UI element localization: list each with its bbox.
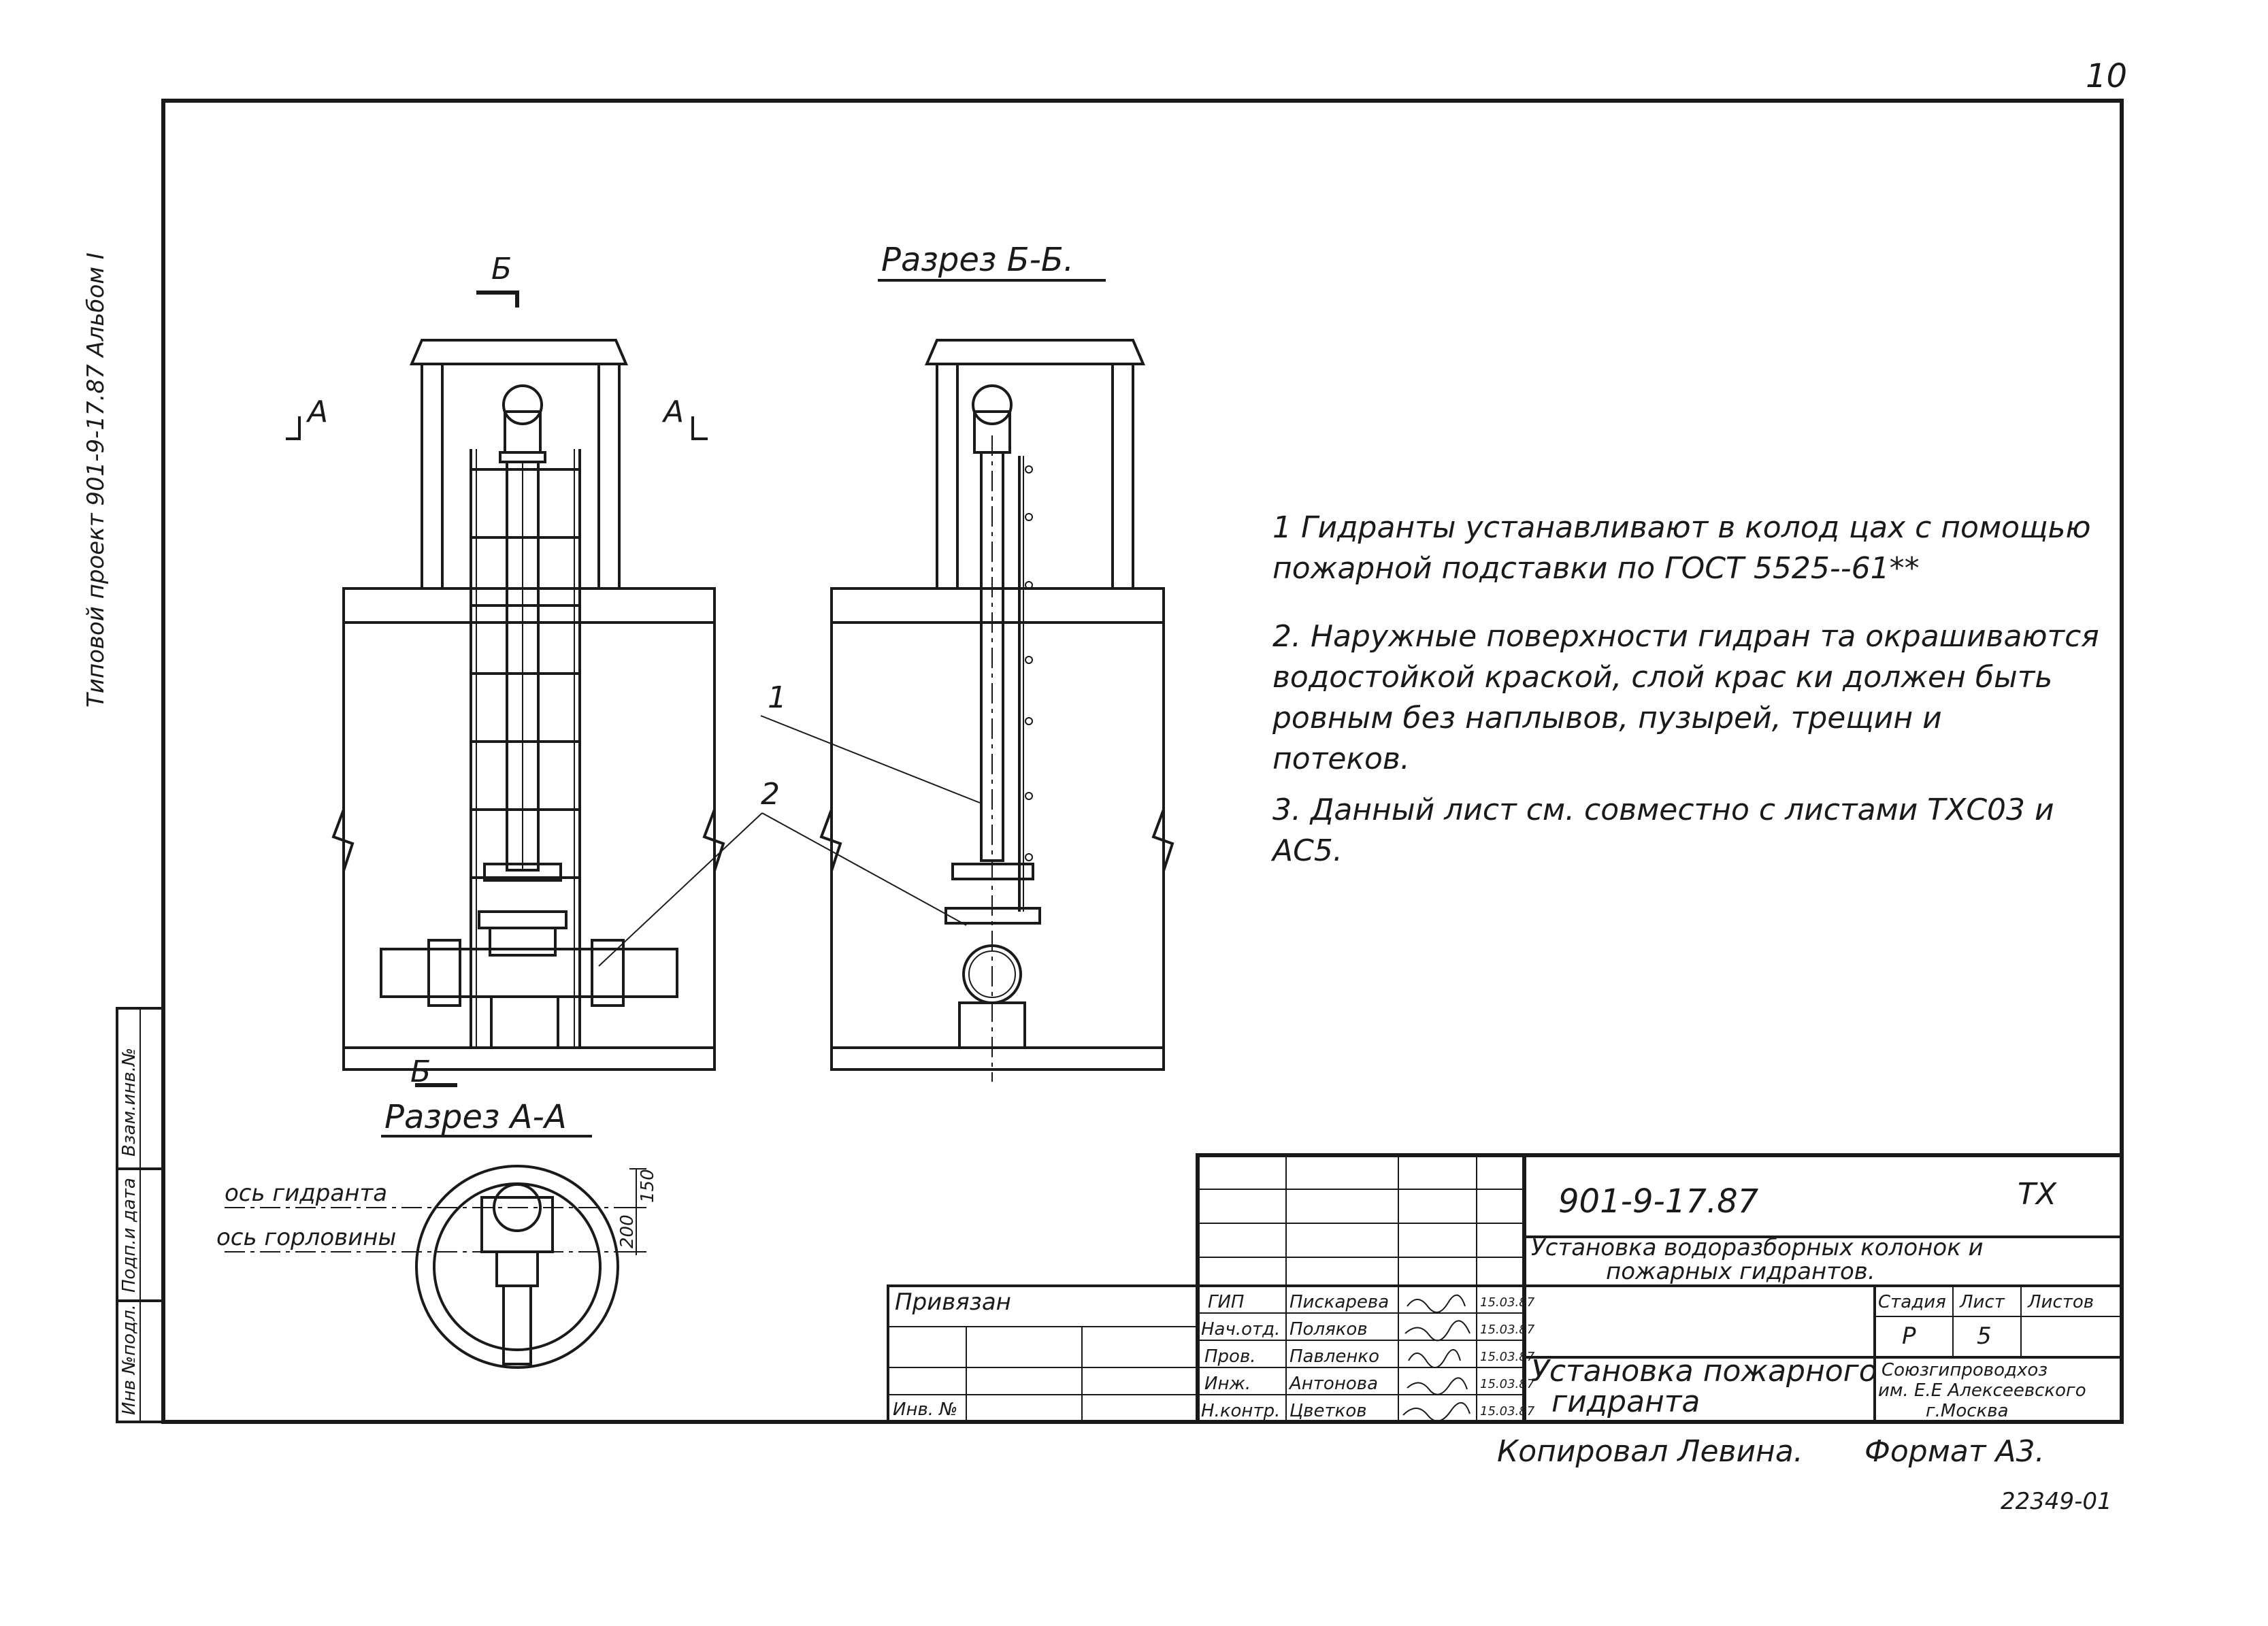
doc-code: 901-9-17.87 [1558,1182,1759,1221]
name-5: Цветков [1289,1401,1367,1421]
org-line-2: им. Е.Е Алексеевского [1878,1380,2086,1401]
date-3: 15.03.87 [1480,1350,1535,1364]
side-stamp: Инв №подл. Подп.и дата Взам.инв.№ [116,1007,165,1423]
axis-hydrant-label: ось гидранта [225,1180,387,1207]
project-title-line-2: пожарных гидрантов. [1606,1258,1875,1285]
org-line-3: г.Москва [1926,1401,2009,1421]
sheet-title-line-1: Установка пожарного [1531,1354,1877,1389]
drawing-frame [161,99,2124,1424]
note-3-line-1: 3. Данный лист см. совместно с листами Т… [1272,793,2054,827]
header-sheet: Лист [1959,1292,2005,1312]
note-1-line-2: пожарной подставки по ГОСТ 5525--61** [1272,551,1920,586]
bound-label: Привязан [895,1289,1011,1316]
title-block: Привязан Инв. № 901-9-17.87 ТХ Установка… [887,1153,2124,1424]
section-bb: Разрез Б-Б. 1 [760,241,1174,1082]
signature-4 [1407,1377,1468,1395]
section-bb-title: Разрез Б-Б. [881,241,1074,279]
header-sheets: Листов [2027,1292,2094,1312]
signature-3 [1408,1349,1461,1368]
cut-letter-a-left: А [306,395,328,429]
role-3: Пров. [1204,1346,1256,1367]
date-1: 15.03.87 [1480,1295,1535,1310]
cut-letter-a-right: А [661,395,684,429]
stamp-replace-label: Взам.инв.№ [119,1048,139,1157]
callout-1: 1 [768,680,787,715]
album-title: Типовой проект 901-9-17.87 Альбом I [82,252,110,708]
name-3: Павленко [1289,1346,1379,1367]
header-stage: Стадия [1878,1292,1946,1312]
sheet-title-line-2: гидранта [1551,1384,1700,1419]
date-2: 15.03.87 [1480,1323,1535,1337]
notes: 1 Гидранты устанавливают в колод цах с п… [1270,510,2099,868]
stamp-inv-label: Инв №подл. [119,1304,139,1415]
axis-manhole-label: ось горловины [216,1224,396,1251]
signature-5 [1402,1402,1470,1422]
note-2-line-4: потеков. [1272,742,1410,776]
doc-mark: ТХ [2018,1177,2057,1212]
name-4: Антонова [1288,1374,1378,1394]
copyist: Копировал Левина. [1497,1434,1803,1469]
dim-200: 200 [617,1214,638,1248]
note-2-line-1: 2. Наружные поверхности гидран та окраши… [1272,619,2099,654]
note-2-line-2: водостойкой краской, слой крас ки должен… [1272,660,2052,695]
date-5: 15.03.87 [1480,1404,1535,1418]
role-2: Нач.отд. [1201,1319,1280,1340]
project-title-line-1: Установка водоразборных колонок и [1531,1234,1984,1261]
note-3-line-2: АС5. [1270,833,1343,868]
org-line-1: Союзгипроводхоз [1881,1360,2048,1380]
dim-150: 150 [638,1169,658,1203]
sheet-number: 5 [1977,1323,1992,1350]
signature-2 [1404,1320,1470,1342]
signature-1 [1407,1294,1466,1313]
date-4: 15.03.87 [1480,1377,1535,1391]
role-5: Н.контр. [1201,1401,1280,1421]
note-2-line-3: ровным без наплывов, пузырей, трещин и [1272,701,1942,735]
format-label: Формат А3. [1864,1434,2045,1469]
stage-value: Р [1902,1323,1916,1350]
stamp-sign-label: Подп.и дата [119,1178,139,1293]
bottom-ref: 22349-01 [2001,1488,2112,1515]
callout-2: 2 [761,777,780,812]
section-a-elevation: Б А А [286,252,967,1089]
note-1-line-1: 1 Гидранты устанавливают в колод цах с п… [1272,510,2090,545]
section-aa-title: Разрез А-А [384,1098,567,1136]
cut-letter-b-bottom: Б [410,1055,431,1089]
section-aa-plan: Разрез А-А ось гидранта ось горловины 15… [216,1098,658,1369]
name-2: Поляков [1289,1319,1368,1340]
inv-label: Инв. № [893,1399,957,1420]
role-4: Инж. [1204,1374,1251,1394]
name-1: Пискарева [1289,1292,1389,1312]
cut-letter-b-top: Б [491,252,512,286]
role-1: ГИП [1208,1292,1245,1312]
page-number: 10 [2086,57,2127,95]
